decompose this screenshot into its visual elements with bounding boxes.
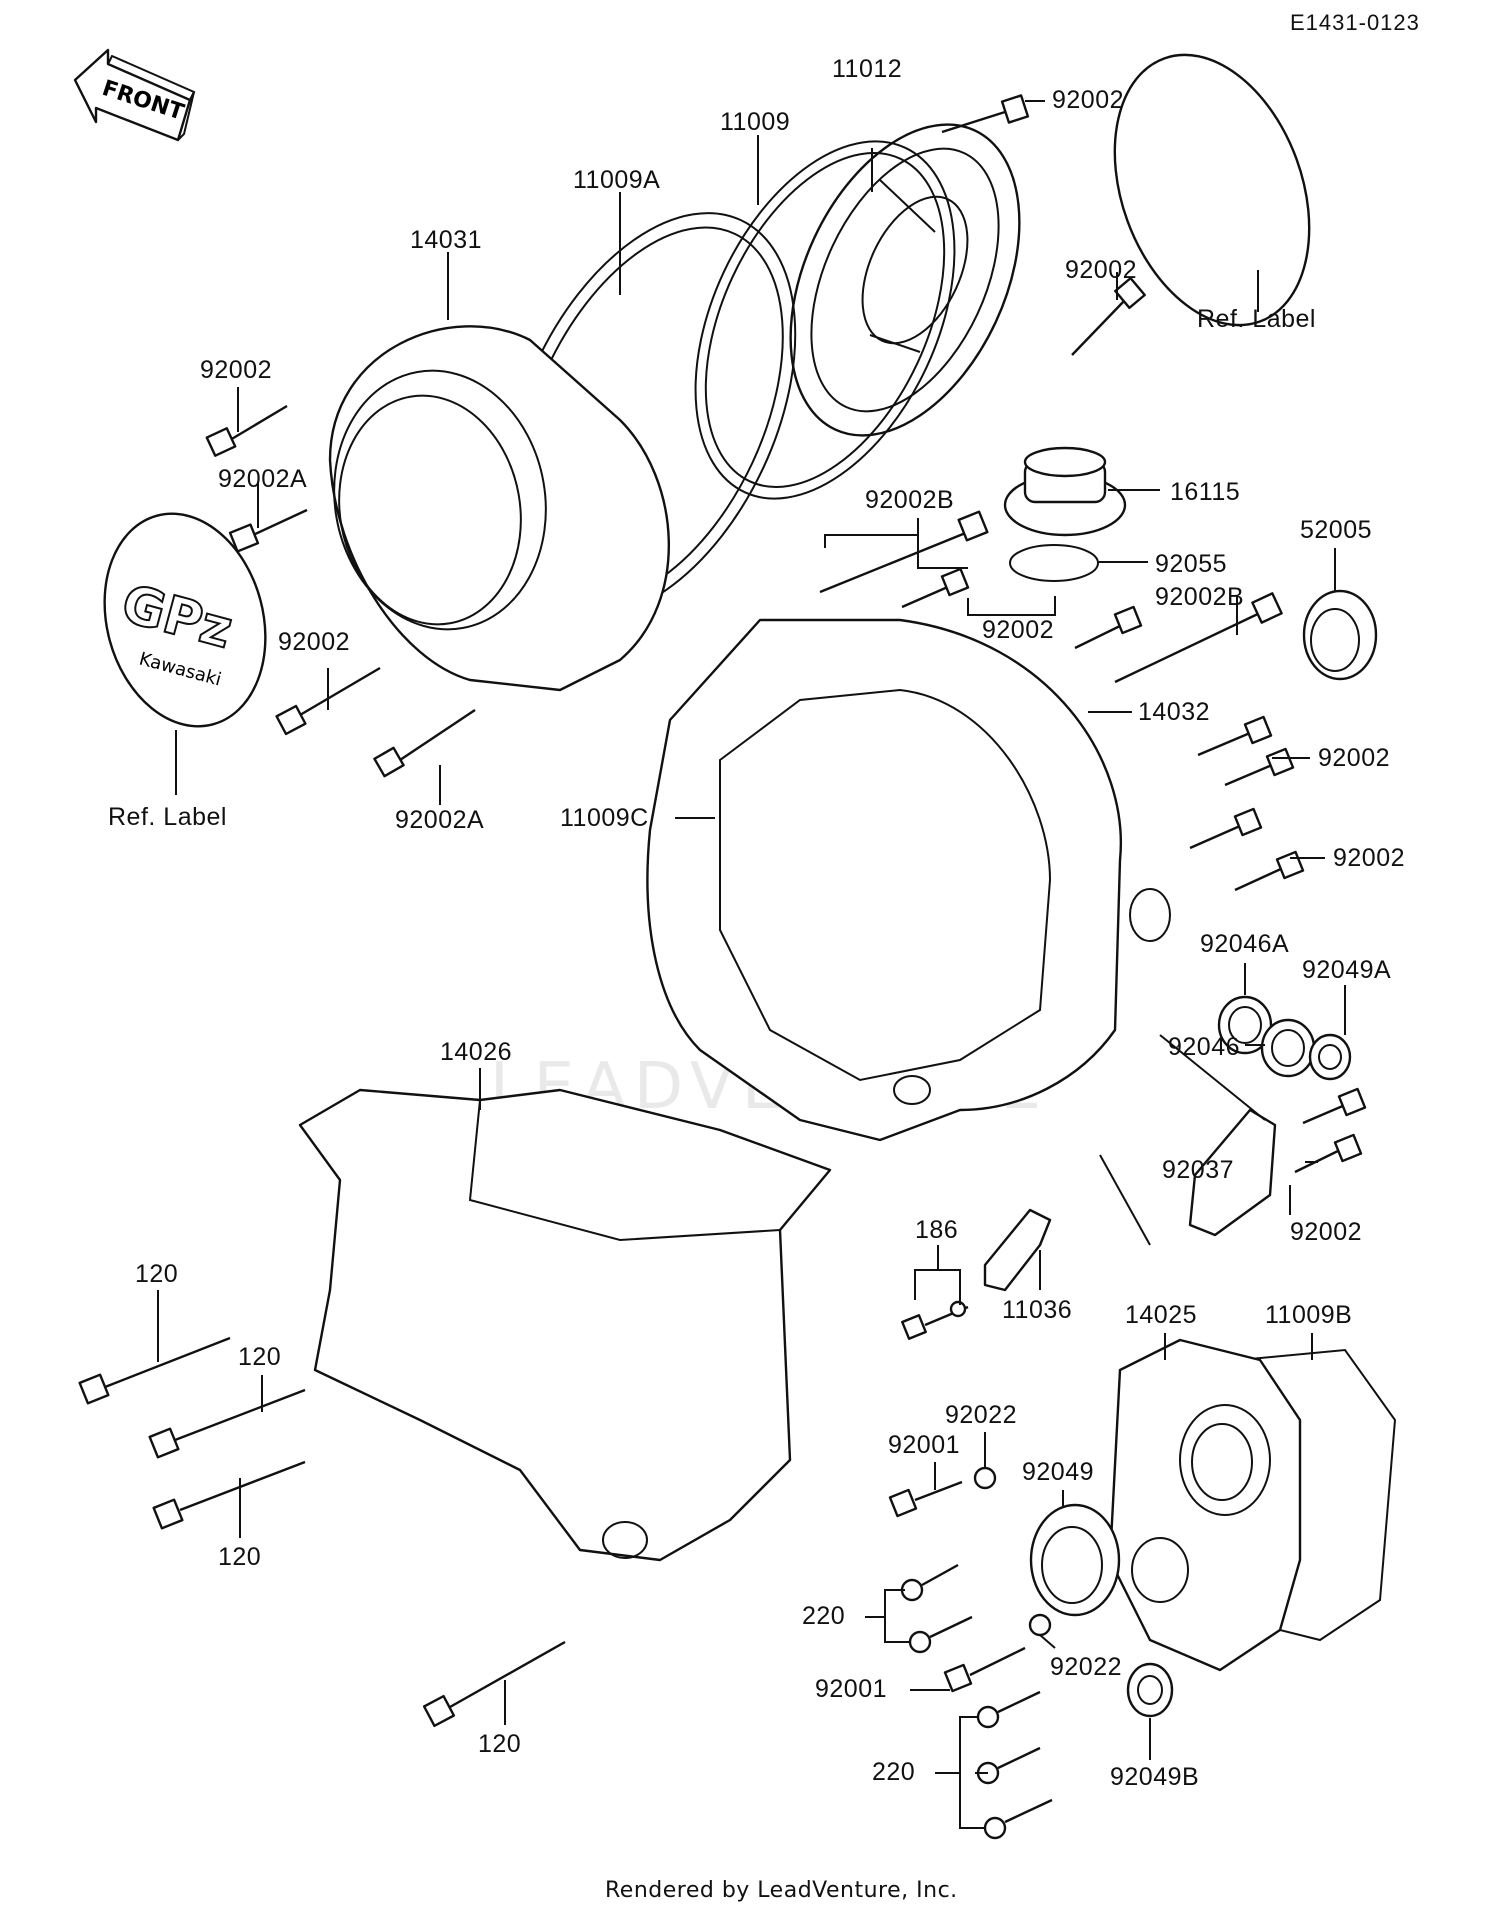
bolt-92002-right-top (1071, 276, 1146, 356)
label-92037: 92037 (1162, 1156, 1235, 1184)
part-92049B-seal (1126, 1662, 1174, 1718)
leader-lines (157, 100, 1346, 1829)
label-92002B-2: 92002B (1155, 583, 1245, 611)
part-92022-washer-2 (1028, 1613, 1052, 1637)
label-92002-right-top: 92002 (1065, 256, 1138, 284)
label-92049B: 92049B (1110, 1763, 1200, 1791)
label-92049A: 92049A (1302, 956, 1392, 984)
label-186: 186 (915, 1216, 959, 1244)
part-11012-cover (789, 123, 1021, 437)
diagram-code: E1431-0123 (1290, 10, 1420, 35)
label-92049: 92049 (1022, 1458, 1095, 1486)
label-92002-r2: 92002 (1333, 844, 1406, 872)
label-11036: 11036 (1002, 1296, 1073, 1324)
label-92002-r3: 92002 (1290, 1218, 1363, 1246)
part-16115-cap (1003, 446, 1127, 537)
bolt-220-3 (976, 1690, 1041, 1729)
label-92002-r1: 92002 (1318, 744, 1391, 772)
label-92002A-left-1: 92002A (218, 465, 308, 493)
label-14032: 14032 (1138, 698, 1211, 726)
part-11009B-gasket (1239, 1348, 1397, 1642)
part-92022-washer-1 (973, 1466, 997, 1490)
label-16115: 16115 (1170, 478, 1241, 506)
part-92037-bracket (1188, 1108, 1277, 1237)
bolt-92002-right-mid (1074, 605, 1143, 650)
bolt-92002-r1 (1197, 715, 1273, 757)
label-92022-2: 92022 (1050, 1653, 1123, 1681)
part-52005-seal (1302, 589, 1378, 681)
part-14032-case-cover (646, 618, 1171, 1142)
label-92002-mid: 92002 (982, 616, 1055, 644)
part-14031-cover (328, 325, 670, 692)
bolt-92002-r3 (1294, 1133, 1363, 1174)
part-14026-cover (298, 1088, 832, 1562)
bolt-220-4 (976, 1746, 1041, 1785)
label-92002B-1: 92002B (865, 486, 955, 514)
bolt-186 (901, 1300, 969, 1340)
label-120-4: 120 (478, 1730, 522, 1758)
bolt-92002A-left-1 (228, 508, 308, 553)
ref-label-sticker-right (1113, 53, 1311, 327)
label-120-2: 120 (238, 1343, 282, 1371)
ref-label-left: Ref. Label (108, 803, 227, 831)
label-120-3: 120 (218, 1543, 262, 1571)
label-92002-left-1: 92002 (200, 356, 273, 384)
bolt-120-1 (78, 1336, 231, 1405)
label-220-1: 220 (802, 1602, 846, 1630)
bolt-120-2 (148, 1388, 306, 1459)
part-11036-clamp (983, 1208, 1052, 1292)
label-52005: 52005 (1300, 516, 1373, 544)
label-92002-top: 92002 (1052, 86, 1125, 114)
label-220-2: 220 (872, 1758, 916, 1786)
bolt-92002-r3a (1302, 1087, 1367, 1125)
part-11009-gasket (694, 140, 956, 500)
bolt-92002-left-1 (205, 404, 288, 457)
label-92001-1: 92001 (888, 1431, 961, 1459)
label-14025: 14025 (1125, 1301, 1198, 1329)
front-arrow-icon: FRONT (73, 48, 196, 142)
part-92049A-seal (1308, 1033, 1352, 1081)
bolt-92002-mid (901, 567, 970, 609)
label-92001-2: 92001 (815, 1675, 888, 1703)
bolt-92002-left-2 (275, 666, 381, 736)
label-120-1: 120 (135, 1260, 179, 1288)
gpz-emblem: GPz Kawasaki (103, 512, 267, 728)
part-92055-oring (1009, 544, 1099, 582)
label-11009C: 11009C (560, 804, 649, 832)
part-92046-bearing (1260, 1018, 1316, 1078)
part-92049-seal (1029, 1503, 1121, 1617)
bolt-220-1 (900, 1563, 959, 1602)
label-92002A-left-2: 92002A (395, 806, 485, 834)
bolt-120-4 (422, 1640, 566, 1728)
label-14031: 14031 (410, 226, 483, 254)
part-14025-cover (1108, 1338, 1302, 1672)
bolt-92002-top (941, 94, 1030, 134)
bolt-92001-2 (943, 1646, 1026, 1693)
bolt-220-2 (908, 1615, 973, 1654)
bolt-220-5 (983, 1798, 1053, 1840)
label-92055: 92055 (1155, 550, 1228, 578)
label-11009: 11009 (720, 108, 791, 136)
bolt-92001-1 (888, 1480, 963, 1518)
label-14026: 14026 (440, 1038, 513, 1066)
label-92046: 92046 (1168, 1033, 1241, 1061)
label-11009B: 11009B (1265, 1301, 1353, 1329)
label-11012: 11012 (832, 55, 903, 83)
bolt-92002B-1 (819, 510, 989, 594)
footer-credit: Rendered by LeadVenture, Inc. (605, 1878, 958, 1903)
label-11009A: 11009A (573, 166, 661, 194)
label-92002-left-2: 92002 (278, 628, 351, 656)
bolt-120-3 (152, 1460, 306, 1530)
label-92046A: 92046A (1200, 930, 1290, 958)
bolt-92002A-left-2 (373, 709, 476, 778)
part-92046A-bearing (1217, 995, 1273, 1055)
bolt-92002-r2a (1189, 807, 1263, 850)
bolt-92002-r1b (1224, 747, 1295, 787)
label-92022-1: 92022 (945, 1401, 1018, 1429)
ref-label-right: Ref. Label (1197, 305, 1316, 333)
